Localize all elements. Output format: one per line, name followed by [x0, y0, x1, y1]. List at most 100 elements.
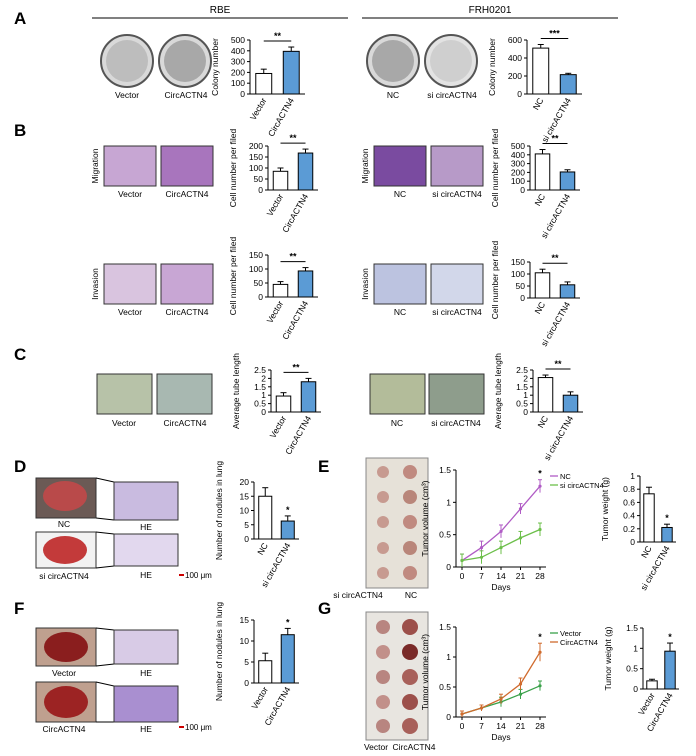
x-tick-label: CircACTN4 [283, 414, 313, 456]
y-axis-label: Tumor volume (cm³) [420, 634, 430, 710]
y-axis-label: Cell number per filed [228, 237, 238, 316]
x-tick-label: NC [532, 192, 547, 208]
image-label: si circACTN4 [427, 90, 477, 100]
zoom-line [95, 477, 115, 483]
y-tick-label: 1.5 [254, 382, 266, 392]
tumor-group-label: CircACTN4 [393, 742, 436, 752]
y-axis-label: Number of nodules in lung [214, 461, 224, 561]
data-point [479, 546, 484, 550]
x-tick-label: 0 [460, 571, 465, 581]
data-point [518, 682, 523, 686]
x-tick-label: Vector [265, 299, 286, 325]
y-tick-label: 0 [244, 678, 249, 688]
bar [643, 493, 655, 543]
y-axis-label: Cell number per filed [228, 129, 238, 208]
x-tick-label: 14 [496, 721, 506, 731]
bar [275, 395, 292, 413]
micrograph-tube-si-circactn4 [428, 373, 485, 415]
y-tick-label: 150 [249, 152, 263, 162]
bar [559, 171, 576, 191]
y-axis-label: Colony number [487, 38, 497, 96]
y-tick-label: 1.5 [516, 382, 528, 392]
image-label: CircACTN4 [166, 189, 209, 199]
x-tick-label: CircACTN4 [280, 299, 310, 341]
bar [534, 272, 551, 299]
image-label: si circACTN4 [432, 189, 482, 199]
significance-marker: ** [554, 359, 562, 369]
image-label: Vector [118, 189, 142, 199]
panel-label-e: E [318, 457, 329, 476]
scale-bar-label: 100 μm [185, 723, 212, 732]
tumor-group-label: si circACTN4 [333, 590, 383, 600]
bar [258, 660, 273, 684]
y-tick-label: 2 [523, 373, 528, 383]
colony-dish-nc [366, 34, 420, 88]
bar [272, 170, 289, 191]
zoom-line [95, 517, 115, 521]
tumor-group-label: NC [405, 590, 417, 600]
y-tick-label: 0.4 [623, 511, 635, 521]
bar [534, 153, 551, 191]
y-axis-label: Tumor volume (cm³) [420, 480, 430, 556]
data-point [460, 558, 464, 563]
image-label: CircACTN4 [164, 418, 207, 428]
x-tick-label: CircACTN4 [280, 192, 310, 234]
scale-bar-label: 100 μm [185, 571, 212, 580]
panel-label-d: D [14, 457, 26, 476]
x-tick-label: 0 [460, 721, 465, 731]
y-axis-label: Tumor weight (g) [603, 626, 613, 690]
y-axis-label: Colony number [210, 38, 220, 96]
y-axis-label: Tumor weight (g) [600, 477, 610, 541]
image-label: NC [391, 418, 403, 428]
micrograph-migration-vector [103, 145, 157, 187]
y-tick-label: 5 [244, 657, 249, 667]
bar [537, 377, 554, 413]
panel-label-c: C [14, 345, 26, 364]
colony-dish-vector [100, 34, 154, 88]
zoom-line [95, 663, 115, 667]
significance-marker: * [665, 513, 669, 523]
y-axis-label: Number of nodules in lung [214, 602, 224, 702]
bar [562, 394, 579, 413]
y-tick-label: 1 [261, 390, 266, 400]
side-label-migration: Migration [360, 148, 370, 183]
y-tick-label: 0 [520, 185, 525, 195]
y-axis-label: Average tube length [231, 353, 241, 429]
y-tick-label: 1 [446, 652, 451, 662]
x-tick-label: 7 [479, 571, 484, 581]
image-label: NC [394, 307, 406, 317]
y-tick-label: 15 [240, 491, 250, 501]
y-tick-label: 0 [520, 293, 525, 303]
tumor-photo-g [365, 611, 429, 741]
bar [280, 634, 295, 684]
he-stain-si-circactn4 [113, 533, 179, 567]
y-axis-label: Average tube length [493, 353, 503, 429]
y-tick-label: 200 [508, 71, 522, 81]
bar [559, 74, 577, 95]
x-tick-label: NC [532, 300, 547, 316]
bar [559, 284, 576, 299]
y-tick-label: 0.5 [439, 530, 451, 540]
y-tick-label: 200 [249, 141, 263, 151]
y-tick-label: 50 [254, 278, 264, 288]
x-tick-label: NC [535, 414, 550, 430]
y-tick-label: 300 [231, 57, 245, 67]
y-tick-label: 100 [231, 78, 245, 88]
y-tick-label: 100 [249, 264, 263, 274]
y-tick-label: 1 [630, 471, 635, 481]
panel-label-b: B [14, 121, 26, 140]
y-tick-label: 0 [523, 407, 528, 417]
y-tick-label: 2.5 [516, 365, 528, 375]
data-point [538, 684, 542, 688]
y-axis-label: Cell number per filed [490, 241, 500, 320]
image-label: Vector [112, 418, 136, 428]
data-point [499, 697, 503, 701]
